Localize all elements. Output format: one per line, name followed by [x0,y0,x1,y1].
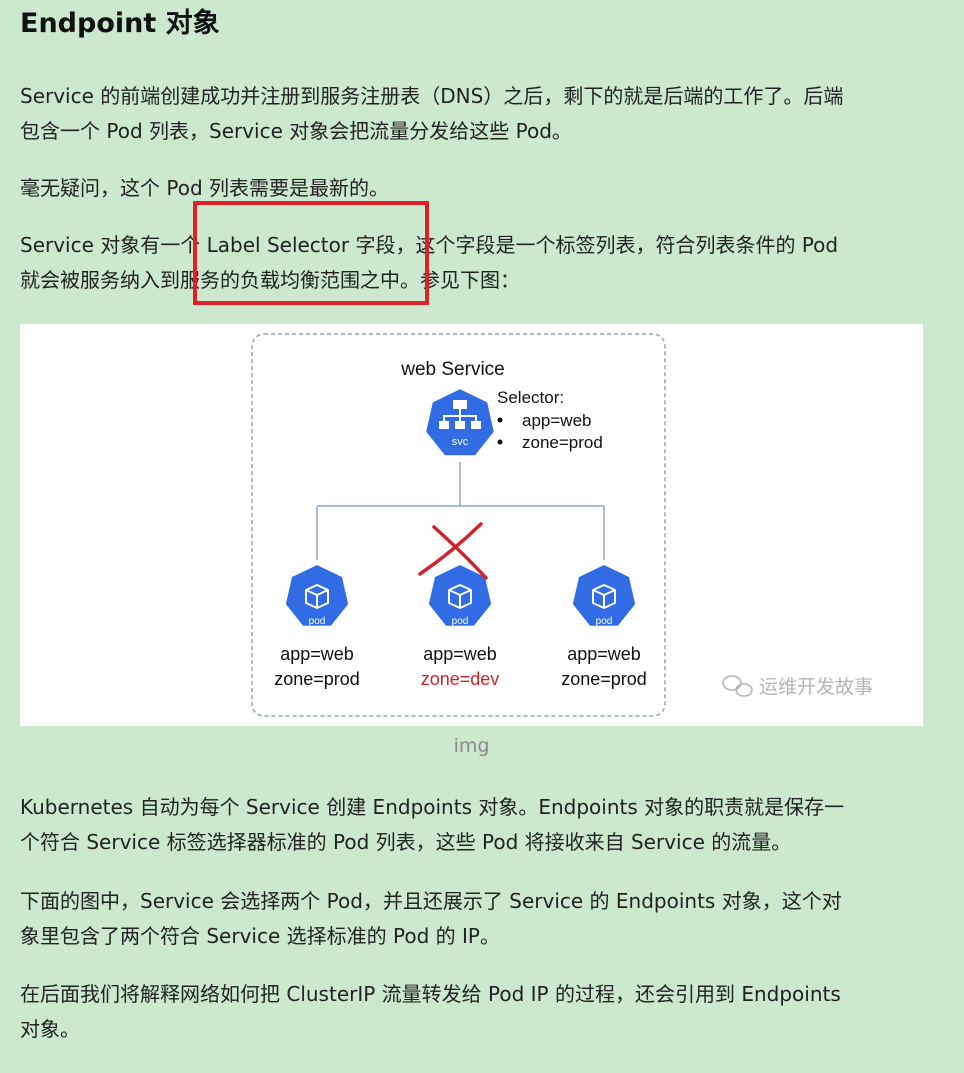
pod-icon: pod [426,562,494,628]
selector-title: Selector: [497,388,564,407]
pod-label-app: app=web [567,644,641,664]
service-selector-diagram: web Service svc Selector: app=web [20,324,923,726]
paragraph-line: 就会被服务纳入到服务的负载均衡范围之中。参见下图： [20,268,520,292]
paragraph-line: Service 对象有一个 Label Selector 字段，这个字段是一个标… [20,233,839,257]
paragraph-line: Service 的前端创建成功并注册到服务注册表（DNS）之后，剩下的就是后端的… [20,84,844,108]
rejected-cross-icon [418,522,488,580]
paragraph-endpoints-intro: Kubernetes 自动为每个 Service 创建 Endpoints 对象… [20,790,925,860]
pod-icon-label: pod [596,616,613,627]
paragraph-line: Kubernetes 自动为每个 Service 创建 Endpoints 对象… [20,795,845,819]
selector-item-app: app=web [522,411,591,430]
paragraph-line: 在后面我们将解释网络如何把 ClusterIP 流量转发给 Pod IP 的过程… [20,982,841,1006]
pod-icon-label: pod [452,616,469,627]
highlight-annotation-box [193,201,429,305]
bullet-icon [497,439,503,445]
paragraph-line: 下面的图中，Service 会选择两个 Pod，并且还展示了 Service 的… [20,889,842,913]
paragraph-label-selector: Service 对象有一个 Label Selector 字段，这个字段是一个标… [20,228,925,298]
paragraph-line: 对象。 [20,1017,80,1041]
paragraph-pod-list-latest: 毫无疑问，这个 Pod 列表需要是最新的。 [20,176,389,200]
pod-icon: pod [283,562,351,628]
watermark-text: 运维开发故事 [759,676,873,698]
paragraph-service-frontend: Service 的前端创建成功并注册到服务注册表（DNS）之后，剩下的就是后端的… [20,79,925,149]
pod-icon: pod [570,562,638,628]
connector-lines [316,462,605,560]
paragraph-line: 个符合 Service 标签选择器标准的 Pod 列表，这些 Pod 将接收来自… [20,830,792,854]
service-icon: svc [424,387,496,458]
pod-label-zone: zone=prod [561,669,647,689]
wechat-icon [722,675,753,697]
pod-label-zone-mismatch: zone=dev [421,669,500,689]
service-title: web Service [400,359,505,380]
section-heading: Endpoint 对象 [20,8,220,39]
pod-label-app: app=web [423,644,497,664]
figure-caption: img [453,735,490,757]
selector-item-zone: zone=prod [522,433,603,452]
pod-label-app: app=web [280,644,354,664]
bullet-icon [497,417,503,423]
pod-icon-label: pod [309,616,326,627]
paragraph-line: 象里包含了两个符合 Service 选择标准的 Pod 的 IP。 [20,924,500,948]
paragraph-clusterip: 在后面我们将解释网络如何把 ClusterIP 流量转发给 Pod IP 的过程… [20,977,925,1047]
paragraph-two-pods: 下面的图中，Service 会选择两个 Pod，并且还展示了 Service 的… [20,884,925,954]
paragraph-line: 包含一个 Pod 列表，Service 对象会把流量分发给这些 Pod。 [20,119,572,143]
service-icon-label: svc [452,436,469,448]
wechat-watermark: 运维开发故事 [722,675,873,698]
pod-label-zone: zone=prod [274,669,360,689]
